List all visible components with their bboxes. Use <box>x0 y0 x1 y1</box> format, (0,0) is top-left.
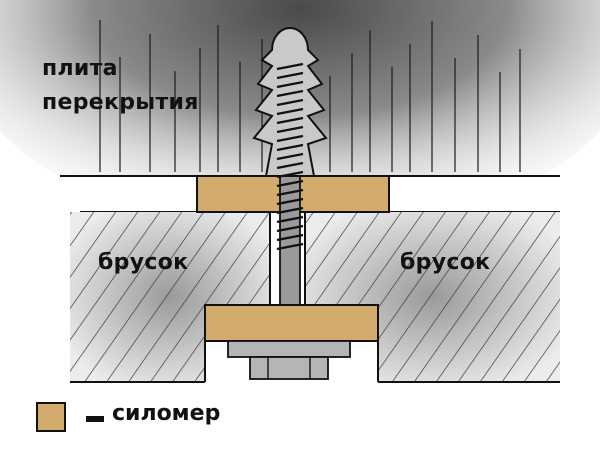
thread-turn <box>276 98 304 107</box>
thread-turn <box>276 197 304 206</box>
slab-label-line1: плита <box>42 56 118 81</box>
thread-turn <box>276 224 304 233</box>
thread-turn <box>276 80 304 89</box>
thread-turn <box>276 62 304 71</box>
legend-label: силомер <box>112 401 221 426</box>
thread-turn <box>276 188 304 197</box>
beam-left-label: брусок <box>98 250 189 275</box>
legend-dash <box>86 416 104 422</box>
thread-turn <box>276 116 304 125</box>
slab-label-line2: перекрытия <box>42 90 199 115</box>
thread-turn <box>276 206 304 215</box>
thread-turn <box>276 143 304 152</box>
thread-turn <box>276 179 304 188</box>
thread-turn <box>276 242 304 251</box>
thread-turn <box>276 215 304 224</box>
thread-turn <box>276 152 304 161</box>
thread-turn <box>276 161 304 170</box>
thread-turn <box>276 170 304 179</box>
nut <box>249 356 329 380</box>
thread-turn <box>276 134 304 143</box>
slab-label: плита перекрытия <box>42 52 199 120</box>
beam-right-label: брусок <box>400 250 491 275</box>
thread-turn <box>276 89 304 98</box>
silomer-pad-bottom <box>204 304 379 342</box>
thread-turn <box>276 125 304 134</box>
thread-turn <box>276 71 304 80</box>
beam-left-shape <box>70 212 271 383</box>
thread-turn <box>276 107 304 116</box>
thread-turn <box>276 233 304 242</box>
legend-swatch <box>36 402 66 432</box>
screw-thread <box>276 62 304 251</box>
washer <box>227 340 351 358</box>
